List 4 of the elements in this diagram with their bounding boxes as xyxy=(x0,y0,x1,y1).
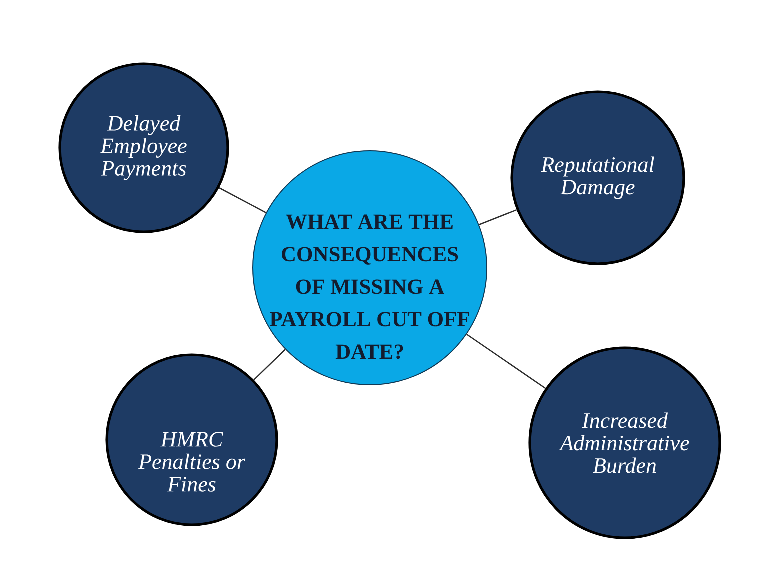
connector-line xyxy=(466,334,546,390)
connector-line xyxy=(479,209,518,226)
connector-line xyxy=(254,349,286,380)
connector-line xyxy=(219,187,267,214)
